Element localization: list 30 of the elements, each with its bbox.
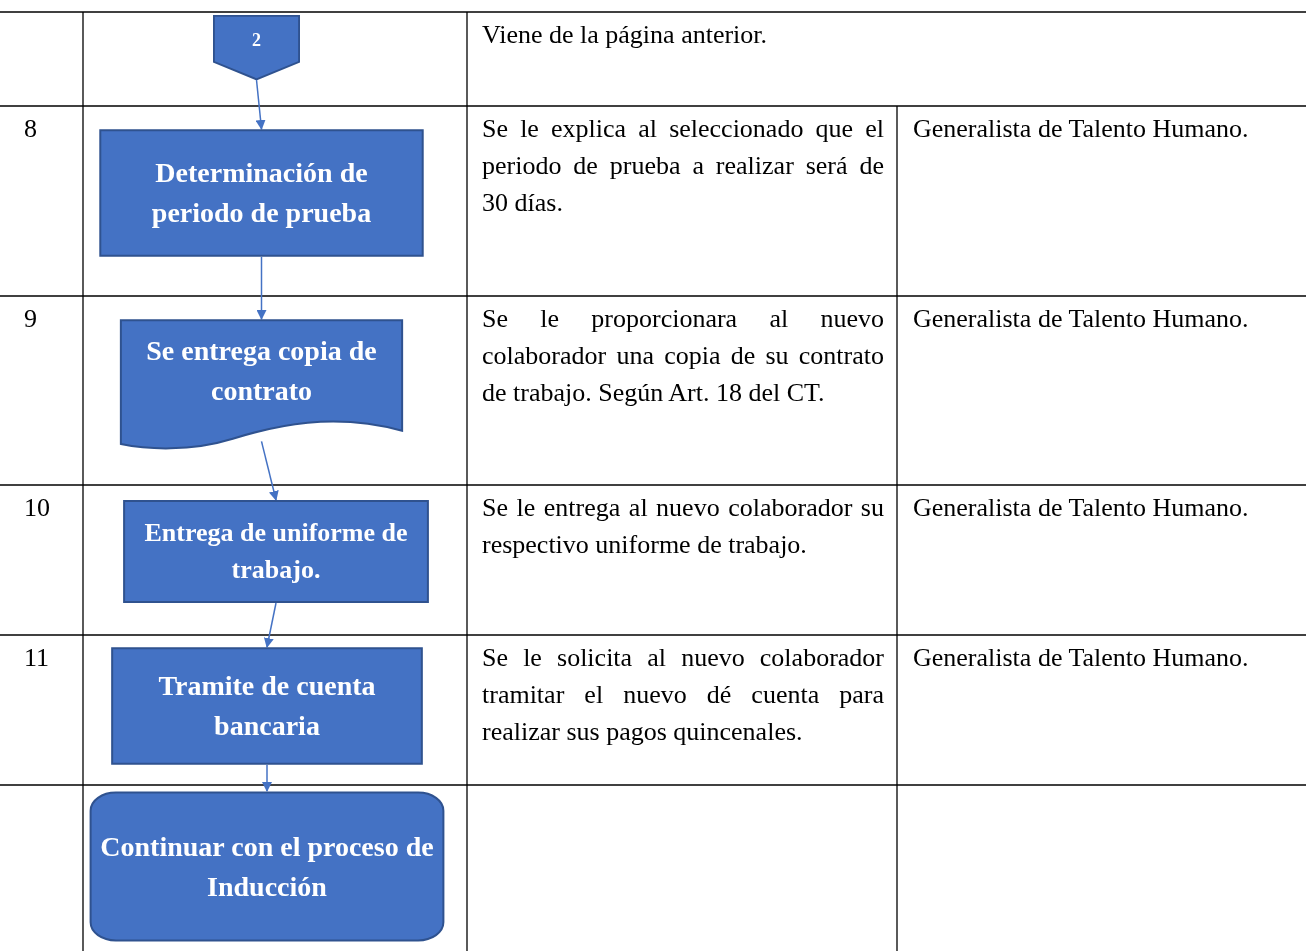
arrow [260,440,279,501]
step-number: 11 [24,642,51,674]
step-number: 10 [24,492,51,524]
terminal-box [87,791,447,942]
node-label: Entrega de uniforme de trabajo. [143,516,409,586]
arrow [256,256,267,320]
process-box [109,647,425,765]
responsible-text: Generalista de Talento Humano. [913,642,1250,674]
description-text: Se le proporcionara al nuevo colaborador una copia de su contrato de trabajo. Según Art. 18 del CT. [482,303,884,409]
node-label: Continuar con el proceso de Inducción [99,829,435,904]
responsible-text: Generalista de Talento Humano. [913,492,1250,524]
arrow [262,764,272,792]
node-label: Determinación de periodo de prueba [150,156,373,230]
process-box [97,129,426,257]
note-text: Viene de la página anterior. [482,19,769,51]
step-number: 8 [24,113,38,145]
process-box [121,500,431,603]
arrow [263,602,277,648]
responsible-text: Generalista de Talento Humano. [913,113,1250,145]
node-label: Se entrega copia de contrato [145,334,378,408]
node-label: Tramite de cuenta bancaria [157,669,377,743]
step-number: 9 [24,303,38,335]
arrow [255,79,266,130]
description-text: Se le solicita al nuevo colaborador tramitar el nuevo dé cuenta para realizar sus pagos quincenales. [482,642,884,748]
responsible-text: Generalista de Talento Humano. [913,303,1250,335]
description-text: Se le explica al seleccionado que el periodo de prueba a realizar será de 30 días. [482,113,884,219]
offpage-connector [213,15,300,80]
document-shape [118,319,405,452]
node-label: 2 [252,28,261,52]
description-text: Se le entrega al nuevo colaborador su respectivo uniforme de trabajo. [482,492,884,561]
